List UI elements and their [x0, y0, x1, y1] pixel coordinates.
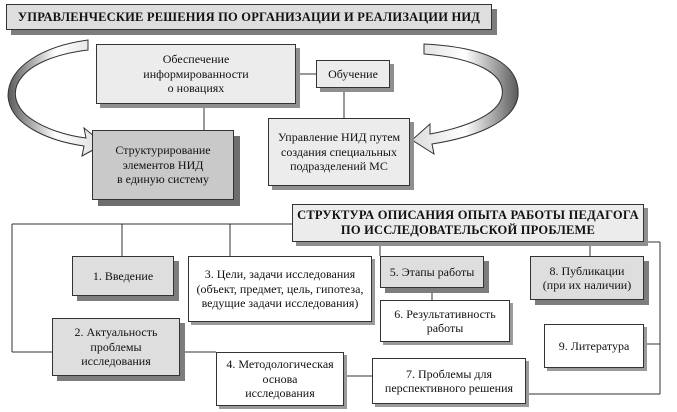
structure-title: СТРУКТУРА ОПИСАНИЯ ОПЫТА РАБОТЫ ПЕДАГОГА… — [292, 204, 644, 242]
right-curved-arrow-icon — [411, 43, 519, 156]
item-problems: 7. Проблемы для перспективного решения — [372, 358, 526, 404]
item-methodology: 4. Методологическая основа исследования — [216, 352, 344, 406]
item-relevance: 2. Актуальность проблемы исследования — [52, 318, 180, 376]
item-goals: 3. Цели, задачи исследования (объект, пр… — [188, 256, 372, 322]
item-stages: 5. Этапы работы — [380, 256, 484, 288]
item-intro: 1. Введение — [72, 256, 174, 296]
structuring-box: Структурирование элементов НИД в единую … — [92, 130, 234, 200]
left-curved-arrow-icon — [7, 39, 105, 157]
item-publications: 8. Публикации (при их наличии) — [530, 256, 644, 300]
management-box: Управление НИД путем создания специальны… — [268, 118, 410, 186]
training-box: Обучение — [316, 60, 390, 88]
item-literature: 9. Литература — [544, 324, 644, 368]
header-title: УПРАВЛЕНЧЕСКИЕ РЕШЕНИЯ ПО ОРГАНИЗАЦИИ И … — [6, 4, 492, 30]
item-results: 6. Результативность работы — [380, 300, 510, 342]
awareness-box: Обеспечение информированности о новациях — [96, 44, 296, 104]
